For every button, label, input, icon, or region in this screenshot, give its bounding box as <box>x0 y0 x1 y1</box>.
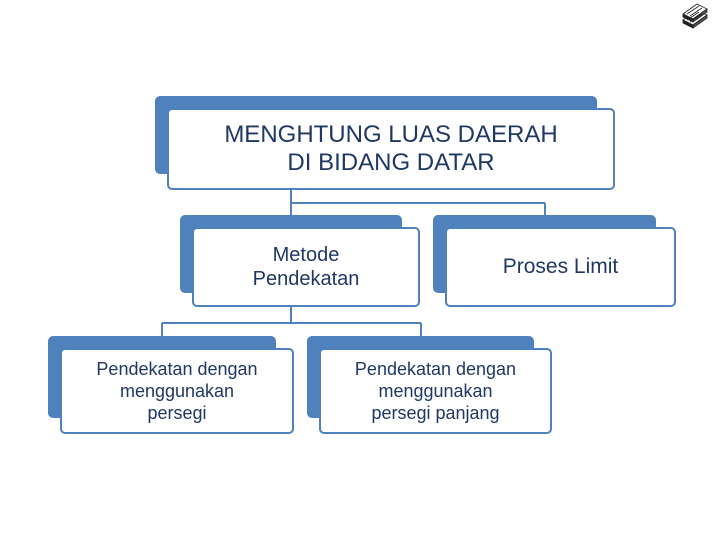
node-persegi-panjang: Pendekatan dengan menggunakan persegi pa… <box>307 336 552 434</box>
node-proses-box: Proses Limit <box>445 227 676 307</box>
node-persegi-panjang-label: Pendekatan dengan menggunakan persegi pa… <box>354 359 517 423</box>
node-metode-label: Metode Pendekatan <box>252 244 360 290</box>
stacked-books-icon <box>682 3 708 29</box>
node-proses-limit: Proses Limit <box>433 215 676 307</box>
node-root: MENGHTUNG LUAS DAERAH DI BIDANG DATAR <box>155 96 615 190</box>
node-metode-pendekatan: Metode Pendekatan <box>180 215 420 307</box>
node-persegi-box: Pendekatan dengan menggunakan persegi <box>60 348 294 434</box>
node-root-box: MENGHTUNG LUAS DAERAH DI BIDANG DATAR <box>167 108 615 190</box>
node-root-label: MENGHTUNG LUAS DAERAH DI BIDANG DATAR <box>224 121 558 176</box>
node-persegi-panjang-box: Pendekatan dengan menggunakan persegi pa… <box>319 348 552 434</box>
node-metode-box: Metode Pendekatan <box>192 227 420 307</box>
node-persegi-label: Pendekatan dengan menggunakan persegi <box>96 359 258 423</box>
node-proses-label: Proses Limit <box>502 255 619 278</box>
node-persegi: Pendekatan dengan menggunakan persegi <box>48 336 294 434</box>
